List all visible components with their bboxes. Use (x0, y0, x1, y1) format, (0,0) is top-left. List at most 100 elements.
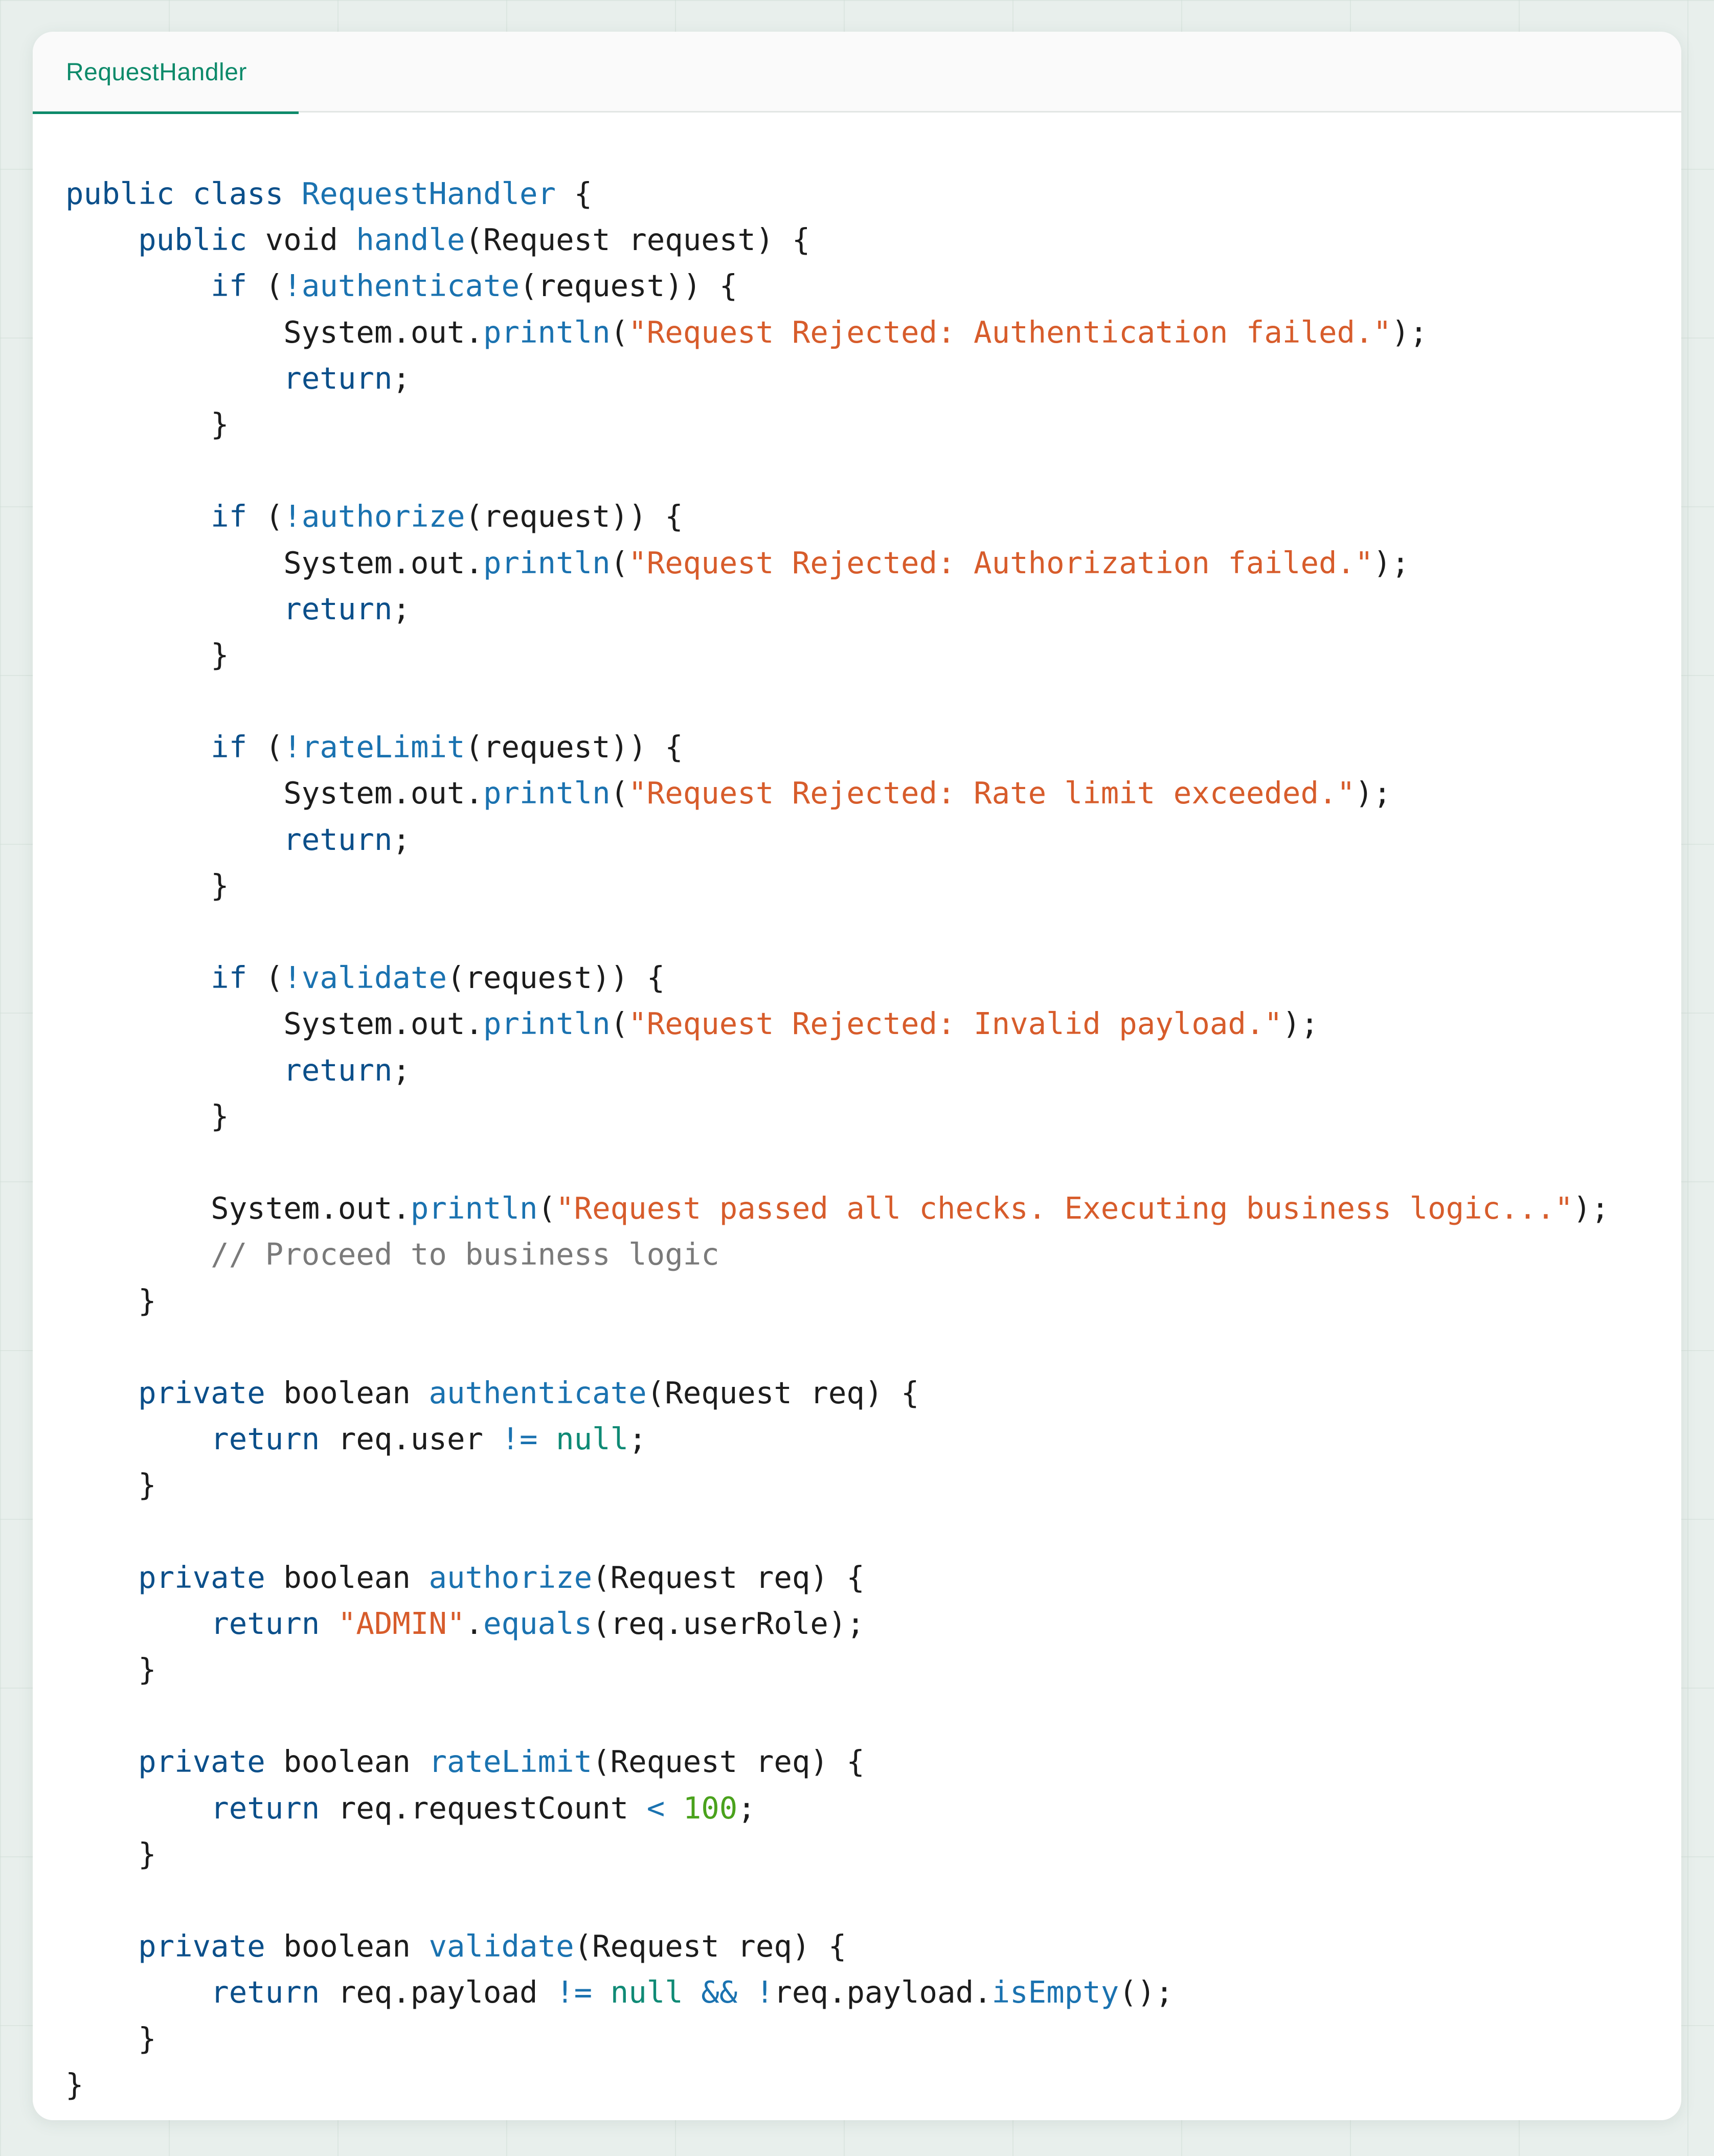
code-token: 100 (683, 1790, 738, 1826)
code-token: (Request req) { (592, 1744, 865, 1780)
code-token (65, 1790, 211, 1826)
code-line: System.out.println("Request passed all c… (65, 1185, 1609, 1231)
code-token: (Request req) { (592, 1559, 865, 1595)
code-token: ( (610, 314, 629, 350)
code-token: < (646, 1790, 683, 1826)
code-token: if (211, 499, 265, 534)
code-token: handle (356, 222, 465, 258)
code-line: private boolean validate(Request req) { (65, 1923, 1609, 1969)
code-token: public (138, 222, 265, 258)
code-token: ( (265, 729, 284, 765)
code-token: . (465, 1605, 484, 1641)
code-line: ​ (65, 1508, 1609, 1554)
code-token: ); (1373, 545, 1410, 580)
code-token: != (501, 1421, 556, 1457)
code-token: ; (628, 1421, 647, 1457)
code-token (65, 268, 211, 303)
code-line: } (65, 632, 1609, 678)
code-token: ( (265, 960, 284, 996)
code-token: null (556, 1421, 629, 1457)
code-token: "Request Rejected: Rate limit exceeded." (628, 775, 1356, 811)
code-line: return req.user != null; (65, 1416, 1609, 1462)
code-line: return req.payload != null && !req.paylo… (65, 1969, 1609, 2015)
code-token: void (265, 222, 356, 258)
code-line: public void handle(Request request) { (65, 217, 1609, 263)
code-line: } (65, 1647, 1609, 1693)
code-token: return (283, 821, 393, 857)
tab-label: RequestHandler (66, 58, 247, 86)
code-token: req.requestCount (337, 1790, 647, 1826)
code-block[interactable]: public class RequestHandler { public voi… (65, 171, 1609, 2108)
code-token: } (65, 1836, 156, 1872)
code-token (65, 1052, 283, 1088)
code-token: (req.userRole); (592, 1605, 865, 1641)
code-token: (Request request) { (465, 222, 810, 258)
code-token: return (211, 1421, 338, 1457)
code-line: } (65, 2016, 1609, 2062)
code-token: println (483, 775, 611, 811)
code-line: System.out.println("Request Rejected: Au… (65, 309, 1609, 355)
code-token: ! (283, 499, 302, 534)
code-token: ); (1391, 314, 1428, 350)
code-token: "Request passed all checks. Executing bu… (556, 1191, 1573, 1226)
code-token: ! (283, 960, 302, 996)
code-token: authenticate (429, 1375, 647, 1410)
code-line: private boolean authorize(Request req) { (65, 1555, 1609, 1601)
code-token: ( (610, 1006, 629, 1042)
code-token: authorize (429, 1559, 593, 1595)
code-line: public class RequestHandler { (65, 171, 1609, 217)
code-token (65, 222, 138, 257)
code-token (65, 960, 211, 995)
code-token: println (410, 1191, 538, 1226)
code-token (65, 1606, 211, 1641)
code-line: System.out.println("Request Rejected: Au… (65, 540, 1609, 586)
code-token: private (138, 1928, 284, 1964)
code-token: ( (265, 268, 284, 304)
code-token: (request)) { (465, 499, 683, 534)
code-token: private (138, 1375, 284, 1410)
code-line: System.out.println("Request Rejected: In… (65, 1001, 1609, 1047)
code-token: } (65, 1467, 156, 1503)
code-token: } (65, 406, 229, 442)
code-token (65, 1928, 138, 1964)
code-token: System.out. (65, 775, 483, 811)
code-token: "Request Rejected: Authentication failed… (628, 314, 1392, 350)
code-card: RequestHandler public class RequestHandl… (33, 32, 1681, 2120)
code-token: return (283, 1052, 393, 1088)
code-line: return req.requestCount < 100; (65, 1785, 1609, 1831)
code-token: (Request req) { (646, 1375, 919, 1410)
code-token: ( (265, 499, 284, 534)
code-token (65, 591, 283, 626)
code-token: req.payload. (774, 1974, 992, 2010)
code-token: ( (610, 775, 629, 811)
tab-request-handler[interactable]: RequestHandler (33, 32, 299, 114)
code-token (65, 1974, 211, 2010)
code-token (65, 729, 211, 765)
code-token: { (556, 176, 593, 211)
code-token: req.user (337, 1421, 502, 1457)
code-token: } (65, 2020, 156, 2056)
code-token: ; (392, 360, 411, 396)
code-token (65, 1421, 211, 1456)
tab-bar: RequestHandler (33, 32, 1681, 114)
code-token: } (65, 867, 229, 903)
code-token: private (138, 1559, 284, 1595)
code-token: ; (392, 821, 411, 857)
code-line: return "ADMIN".equals(req.userRole); (65, 1601, 1609, 1647)
code-token: ; (392, 591, 411, 626)
code-line: } (65, 2062, 1609, 2108)
code-token (65, 1237, 211, 1272)
code-token: if (211, 960, 265, 996)
code-token: if (211, 729, 265, 765)
code-token: "Request Rejected: Authorization failed.… (628, 545, 1373, 580)
code-token: System.out. (65, 545, 483, 580)
code-line: ​ (65, 678, 1609, 724)
code-token: authorize (301, 499, 465, 534)
code-line: return; (65, 817, 1609, 863)
code-token: isEmpty (991, 1974, 1119, 2010)
code-line: } (65, 1462, 1609, 1508)
code-token (65, 822, 283, 857)
code-token: } (65, 2067, 84, 2102)
code-token: ! (283, 268, 302, 304)
code-token: rateLimit (301, 729, 465, 765)
